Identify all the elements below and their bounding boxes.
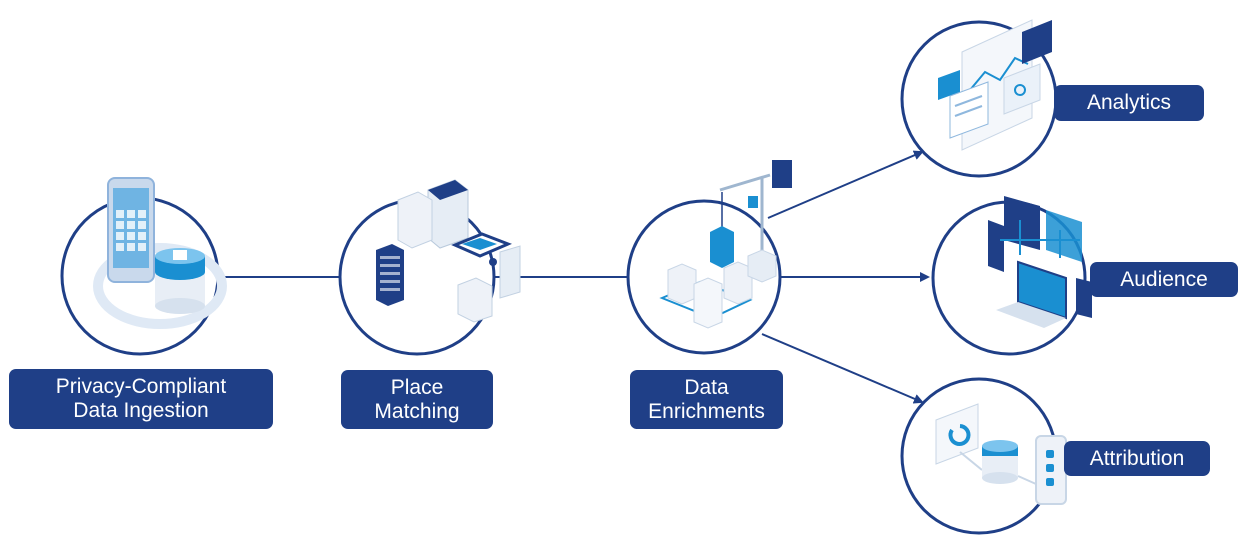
enrichments-label-line1: Data	[684, 375, 729, 399]
analytics-label: Analytics	[1054, 85, 1204, 121]
matching-label-line1: Place	[390, 375, 444, 399]
ingestion-label-line2: Data Ingestion	[73, 399, 209, 422]
dashboard-charts-icon	[938, 19, 1052, 151]
city-buildings-icon	[376, 179, 521, 323]
ingestion-label: Privacy-Compliant Data Ingestion	[9, 369, 273, 429]
enrichments-label-line2: Enrichments	[648, 399, 765, 423]
matching-label-line2: Matching	[374, 399, 460, 423]
connectors	[218, 150, 930, 404]
matching-node	[338, 179, 521, 356]
ingestion-label-line1: Privacy-Compliant	[55, 375, 227, 398]
analytics-node	[900, 19, 1058, 178]
audience-label: Audience	[1090, 262, 1238, 297]
laptop-screens-icon	[988, 196, 1092, 328]
arrow-to-analytics	[767, 150, 924, 219]
attribution-label: Attribution	[1064, 441, 1210, 476]
attribution-label-text: Attribution	[1089, 446, 1185, 470]
audience-label-text: Audience	[1120, 267, 1208, 291]
enrichments-node	[626, 160, 792, 355]
crane-blocks-icon	[659, 160, 792, 329]
phone-database-icon	[93, 177, 227, 329]
analytics-label-text: Analytics	[1086, 91, 1172, 114]
arrow-to-attribution	[761, 333, 924, 404]
audience-node	[931, 196, 1092, 356]
attribution-node	[900, 377, 1067, 535]
matching-label: Place Matching	[341, 370, 493, 429]
enrichments-label: Data Enrichments	[630, 370, 783, 429]
phone-attribution-icon	[935, 403, 1067, 505]
ingestion-node	[60, 177, 227, 356]
